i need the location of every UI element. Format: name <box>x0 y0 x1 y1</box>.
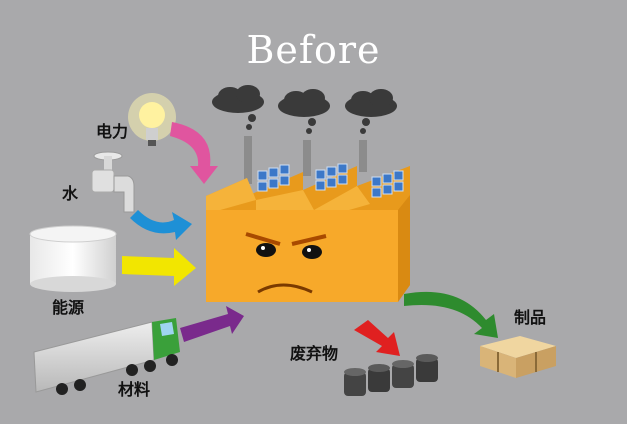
smoke-cloud-3 <box>345 89 397 134</box>
storage-tank-icon <box>29 225 117 292</box>
truck-icon <box>33 318 180 395</box>
chimneys <box>244 136 367 184</box>
angry-face <box>245 232 327 294</box>
factory-windows <box>257 163 404 198</box>
faucet-icon <box>91 151 135 213</box>
materials-arrow <box>180 306 244 342</box>
water-arrow <box>130 210 192 240</box>
energy-arrow <box>122 248 196 286</box>
factory-building <box>206 163 410 302</box>
water-label: 水 <box>62 184 79 203</box>
waste-label: 废弃物 <box>290 344 339 363</box>
products-label: 制品 <box>514 308 547 327</box>
lightbulb-icon <box>128 93 176 146</box>
smoke-cloud-2 <box>278 89 330 134</box>
electricity-arrow <box>170 122 218 184</box>
page-title: Before <box>246 28 381 72</box>
waste-barrels-icon <box>344 354 438 396</box>
electricity-label: 电力 <box>96 122 129 141</box>
products-arrow <box>404 291 498 338</box>
product-boxes-icon <box>480 336 556 378</box>
energy-label: 能源 <box>52 298 85 317</box>
smoke-cloud-1 <box>212 85 264 130</box>
materials-label: 材料 <box>118 380 151 399</box>
waste-arrow <box>354 320 400 356</box>
